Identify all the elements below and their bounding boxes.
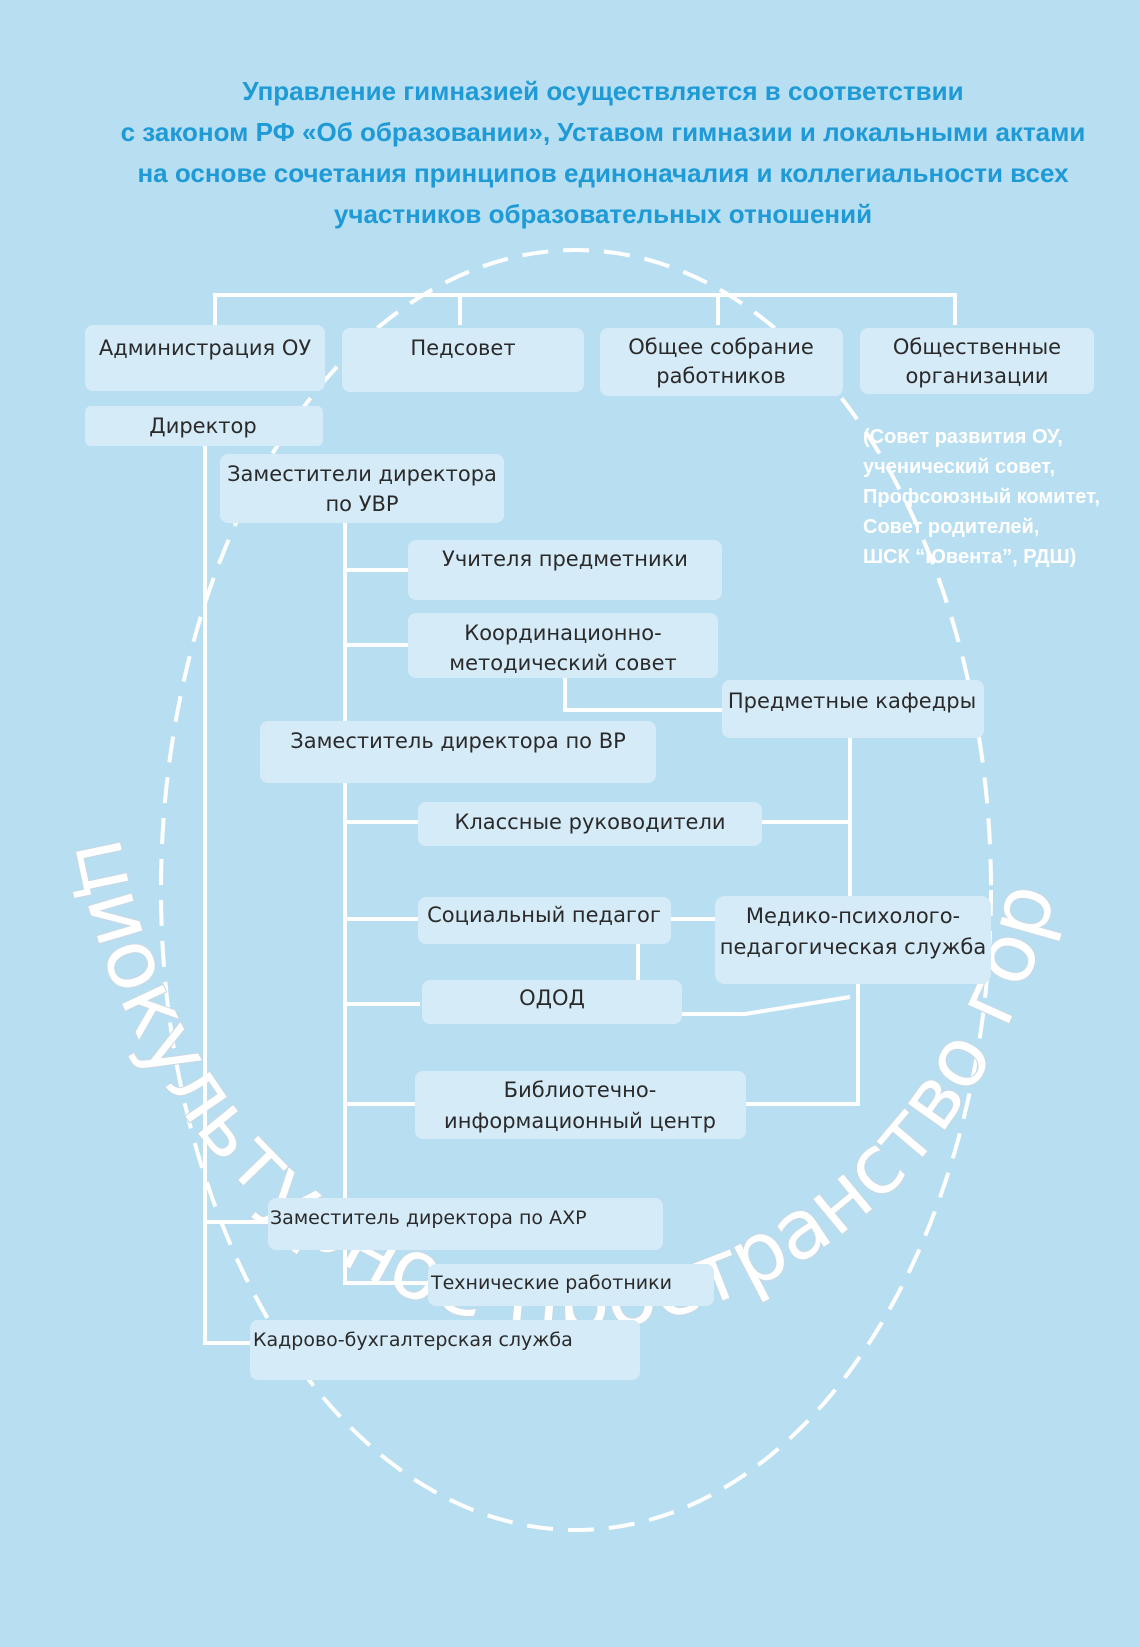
box-public-orgs: Общественные организации bbox=[860, 328, 1094, 394]
dashed-ellipse bbox=[159, 248, 993, 1532]
box-deputy-vr-label: Заместитель директора по ВР bbox=[290, 729, 626, 753]
box-deputy-ahr-label: Заместитель директора по АХР bbox=[270, 1207, 587, 1229]
box-tech-workers-label: Технические работники bbox=[430, 1272, 672, 1294]
box-library-line-2: информационный центр bbox=[444, 1109, 716, 1133]
header: Управление гимназией осуществляется в со… bbox=[121, 76, 1086, 229]
box-class-teachers-label: Классные руководители bbox=[454, 810, 725, 834]
box-deputy-uvr-line-2: по УВР bbox=[325, 492, 398, 516]
box-social-teacher-label: Социальный педагог bbox=[427, 903, 661, 927]
connector-kms-kafedry bbox=[563, 678, 722, 712]
box-general-meeting-line-1: Общее собрание bbox=[628, 335, 814, 359]
box-library: Библиотечно- информационный центр bbox=[415, 1071, 746, 1139]
box-subject-teachers-label: Учителя предметники bbox=[442, 547, 688, 571]
box-coord-council: Координационно- методический совет bbox=[408, 613, 718, 678]
box-odod-label: ОДОД bbox=[519, 986, 585, 1010]
box-medical-service: Медико-психолого- педагогическая служба bbox=[715, 896, 991, 984]
header-line-4: участников образовательных отношений bbox=[334, 199, 872, 229]
connector-left-spine bbox=[203, 446, 268, 1345]
box-public-orgs-line-2: организации bbox=[905, 364, 1048, 388]
public-orgs-item-4: Совет родителей, bbox=[863, 516, 1039, 538]
connector-social-med bbox=[636, 917, 860, 1106]
box-pedsovet: Педсовет bbox=[342, 328, 584, 392]
public-orgs-item-1: (Совет развития ОУ, bbox=[863, 426, 1063, 448]
box-deputy-ahr: Заместитель директора по АХР bbox=[268, 1198, 663, 1250]
box-subject-depts: Предметные кафедры bbox=[722, 680, 984, 738]
public-orgs-item-5: ШСК “Ювента”, РДШ) bbox=[863, 546, 1076, 568]
header-line-2: с законом РФ «Об образовании», Уставом г… bbox=[121, 117, 1086, 147]
box-administration: Администрация ОУ bbox=[85, 325, 325, 391]
box-hr-accounting: Кадрово-бухгалтерская служба bbox=[250, 1320, 640, 1380]
box-deputy-uvr: Заместители директора по УВР bbox=[220, 454, 504, 523]
connector-top-bar bbox=[213, 293, 957, 325]
box-library-line-1: Библиотечно- bbox=[504, 1078, 657, 1102]
connector-right-spine bbox=[762, 738, 852, 898]
box-administration-label: Администрация ОУ bbox=[99, 336, 312, 360]
box-class-teachers: Классные руководители bbox=[418, 802, 762, 846]
box-coord-council-line-1: Координационно- bbox=[464, 621, 661, 645]
box-deputy-vr: Заместитель директора по ВР bbox=[260, 721, 656, 783]
box-medical-service-line-2: педагогическая служба bbox=[720, 935, 986, 959]
box-subject-depts-label: Предметные кафедры bbox=[728, 689, 976, 713]
box-subject-teachers: Учителя предметники bbox=[408, 540, 722, 600]
box-coord-council-line-2: методический совет bbox=[449, 651, 676, 675]
box-general-meeting-line-2: работников bbox=[656, 364, 786, 388]
box-pedsovet-label: Педсовет bbox=[410, 336, 515, 360]
box-social-teacher: Социальный педагог bbox=[418, 897, 671, 944]
header-line-3: на основе сочетания принципов единоначал… bbox=[137, 158, 1069, 188]
box-medical-service-line-1: Медико-психолого- bbox=[746, 904, 960, 928]
box-tech-workers: Технические работники bbox=[428, 1264, 714, 1306]
box-public-orgs-line-1: Общественные bbox=[893, 335, 1061, 359]
public-orgs-item-3: Профсоюзный комитет, bbox=[863, 486, 1100, 508]
box-general-meeting: Общее собрание работников bbox=[600, 328, 843, 396]
public-orgs-list: (Совет развития ОУ, ученический совет, П… bbox=[863, 426, 1100, 568]
box-director: Директор bbox=[85, 406, 323, 446]
box-odod: ОДОД bbox=[422, 980, 682, 1024]
public-orgs-item-2: ученический совет, bbox=[863, 456, 1055, 478]
box-hr-accounting-label: Кадрово-бухгалтерская служба bbox=[253, 1329, 573, 1351]
box-deputy-uvr-line-1: Заместители директора bbox=[227, 462, 497, 486]
connector-branches bbox=[345, 568, 420, 1106]
box-director-label: Директор bbox=[149, 414, 256, 438]
header-line-1: Управление гимназией осуществляется в со… bbox=[242, 76, 963, 106]
